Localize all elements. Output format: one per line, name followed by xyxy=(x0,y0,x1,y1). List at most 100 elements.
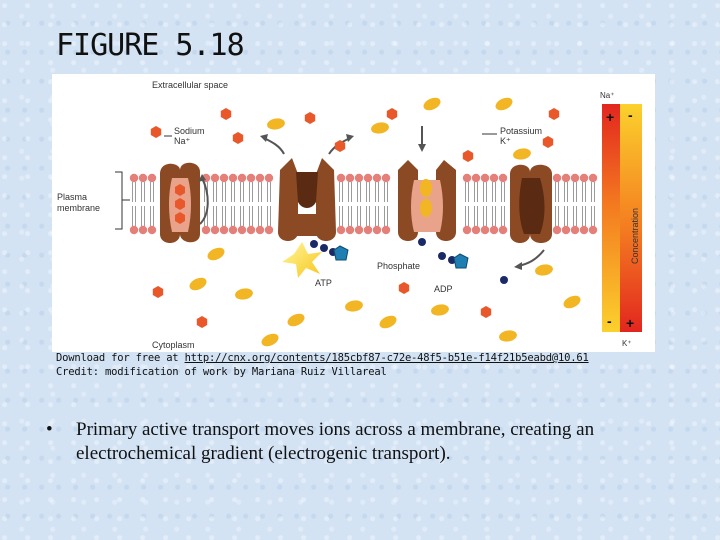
lipid-head xyxy=(372,225,382,235)
lipid-head xyxy=(561,173,571,183)
lipid-head xyxy=(552,173,562,183)
lipid-head xyxy=(480,173,490,183)
sodium-ion xyxy=(398,282,410,294)
lipid-head xyxy=(561,225,571,235)
sodium-ions xyxy=(150,108,560,328)
lipid-head xyxy=(138,173,148,183)
sodium-ion xyxy=(386,108,398,120)
lipid-head xyxy=(363,173,373,183)
pump-3-potassium-ions xyxy=(420,179,432,217)
sodium-ion xyxy=(196,316,208,328)
credit-line: Credit: modification of work by Mariana … xyxy=(56,366,387,378)
potassium-ion xyxy=(379,315,397,329)
atp-phosphates xyxy=(310,240,349,261)
lipid-head xyxy=(129,173,139,183)
potassium-ion xyxy=(535,264,553,276)
sodium-concentration-label: Na⁺ xyxy=(600,91,614,100)
download-line: Download for free at http://cnx.org/cont… xyxy=(56,352,589,364)
lipid-head xyxy=(489,225,499,235)
lipid-head xyxy=(498,173,508,183)
pump-protein-3 xyxy=(398,160,456,241)
lipid-head xyxy=(345,225,355,235)
lipid-head xyxy=(210,225,220,235)
plasma-membrane-label-line2: membrane xyxy=(57,203,100,213)
lipid-head xyxy=(129,225,139,235)
atp-energy-burst xyxy=(282,242,322,278)
lipid-head xyxy=(372,173,382,183)
potassium-ion xyxy=(189,277,207,291)
sodium-ion xyxy=(152,286,164,298)
lipid-head xyxy=(246,225,256,235)
potassium-ion xyxy=(495,97,513,111)
lipid-head xyxy=(138,225,148,235)
lipid-bilayer xyxy=(129,173,598,235)
lipid-head xyxy=(345,173,355,183)
potassium-ion xyxy=(287,313,305,327)
lipid-head xyxy=(219,225,229,235)
phosphate-label: Phosphate xyxy=(377,261,420,271)
lipid-head xyxy=(354,173,364,183)
potassium-label-line1: Potassium xyxy=(500,126,542,136)
concentration-gradient-bar-potassium xyxy=(620,104,642,332)
sodium-potassium-pump-figure: Extracellular space Cytoplasm Plasma mem… xyxy=(52,74,655,352)
cytoplasm-label: Cytoplasm xyxy=(152,340,195,350)
pump-diagram: Extracellular space Cytoplasm Plasma mem… xyxy=(57,80,642,350)
bottom-plus-sign: + xyxy=(626,315,634,331)
lipid-head xyxy=(489,173,499,183)
lipid-head xyxy=(219,173,229,183)
adp-label: ADP xyxy=(434,284,453,294)
lipid-head xyxy=(552,225,562,235)
lipid-head xyxy=(570,173,580,183)
top-minus-sign: - xyxy=(628,107,633,123)
potassium-ions xyxy=(189,97,581,347)
potassium-ion xyxy=(207,247,225,261)
potassium-ion xyxy=(267,118,285,130)
lipid-head xyxy=(336,173,346,183)
lipid-head xyxy=(381,173,391,183)
plasma-membrane-label-line1: Plasma xyxy=(57,192,87,202)
pump-protein-4 xyxy=(510,164,552,243)
bottom-minus-sign: - xyxy=(607,313,612,329)
lipid-head xyxy=(147,173,157,183)
download-link[interactable]: http://cnx.org/contents/185cbf87-c72e-48… xyxy=(184,352,589,364)
lipid-head xyxy=(210,173,220,183)
lipid-head xyxy=(579,225,589,235)
sodium-ion xyxy=(232,132,244,144)
potassium-ion xyxy=(499,330,517,342)
lipid-head xyxy=(462,173,472,183)
lipid-head xyxy=(228,173,238,183)
sodium-label-line1: Sodium xyxy=(174,126,205,136)
lipid-head xyxy=(264,173,274,183)
potassium-label-line2: K⁺ xyxy=(500,136,511,146)
bullet-text: Primary active transport moves ions acro… xyxy=(76,419,595,464)
slide-title: FIGURE 5.18 xyxy=(56,28,245,63)
potassium-ion xyxy=(371,122,389,134)
download-prefix: Download for free at xyxy=(56,352,185,364)
lipid-head xyxy=(462,225,472,235)
sodium-ion xyxy=(462,150,474,162)
potassium-ion xyxy=(345,300,363,312)
sodium-ion xyxy=(542,136,554,148)
lipid-head xyxy=(579,173,589,183)
lipid-head xyxy=(480,225,490,235)
lipid-head xyxy=(228,225,238,235)
lipid-head xyxy=(147,225,157,235)
sodium-ion xyxy=(150,126,162,138)
bullet-point: • Primary active transport moves ions ac… xyxy=(46,418,676,466)
lipid-head xyxy=(570,225,580,235)
sodium-ion xyxy=(480,306,492,318)
sodium-ion xyxy=(548,108,560,120)
lipid-head xyxy=(237,173,247,183)
potassium-ion xyxy=(563,295,581,309)
top-plus-sign: + xyxy=(606,109,614,125)
pump-1-sodium-ions xyxy=(175,184,185,224)
lipid-head xyxy=(255,225,265,235)
lipid-head xyxy=(588,225,598,235)
sodium-ion xyxy=(220,108,232,120)
sodium-ion xyxy=(304,112,316,124)
potassium-ion xyxy=(261,333,279,347)
lipid-head xyxy=(381,225,391,235)
lipid-head xyxy=(471,173,481,183)
lipid-head xyxy=(498,225,508,235)
lipid-head xyxy=(255,173,265,183)
